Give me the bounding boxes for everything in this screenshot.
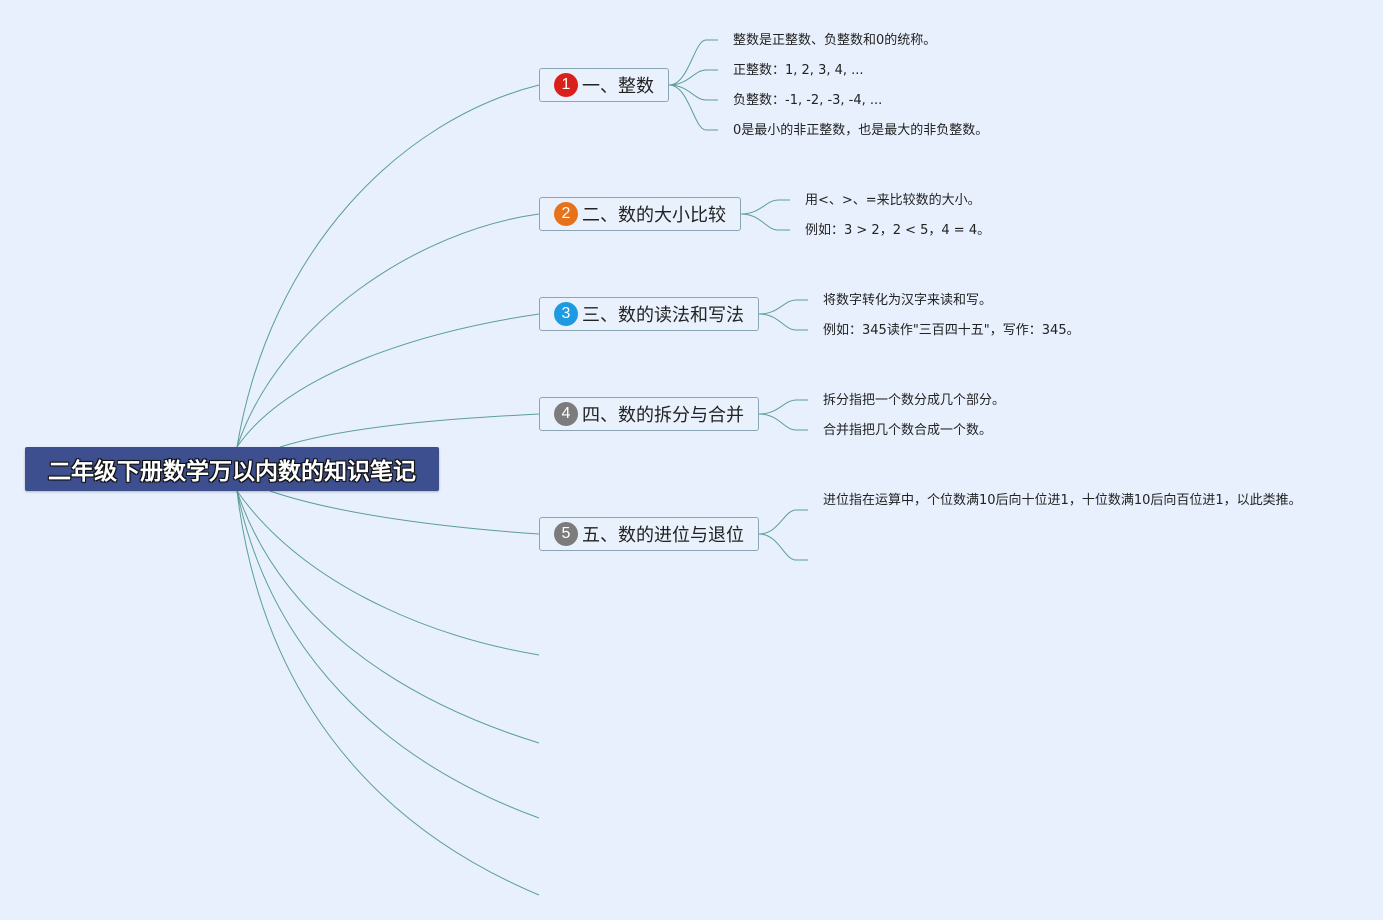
subtopic[interactable]: 进位指在运算中，个位数满10后向十位进1，十位数满10后向百位进1，以此类推。 (823, 493, 1302, 508)
priority-4-icon: 4 (554, 402, 578, 426)
child-connector (758, 299, 808, 315)
child-connector (668, 84, 718, 101)
topic-label: 一、整数 (582, 76, 654, 97)
empty-branch-connector (236, 490, 540, 656)
topic-read-write-numbers[interactable]: 3 三、数的读法和写法 (539, 297, 759, 331)
subtopic[interactable]: 合并指把几个数合成一个数。 (823, 423, 993, 438)
root-topic-title: 二年级下册数学万以内数的知识笔记 (48, 459, 416, 485)
root-connector (236, 213, 540, 448)
child-connector (668, 39, 718, 86)
subtopic[interactable]: 0是最小的非正整数，也是最大的非负整数。 (733, 123, 989, 138)
subtopic[interactable]: 例如：3 > 2，2 < 5，4 = 4。 (805, 223, 991, 238)
subtopic[interactable]: 正整数：1, 2, 3, 4, ... (733, 63, 864, 78)
priority-2-icon: 2 (554, 202, 578, 226)
root-topic[interactable]: 二年级下册数学万以内数的知识笔记 (25, 447, 439, 491)
root-connector (236, 84, 540, 448)
priority-5-icon: 5 (554, 522, 578, 546)
empty-branch-connector (236, 490, 540, 819)
child-connector (758, 313, 808, 331)
root-connector (236, 313, 540, 448)
child-connector (668, 69, 718, 86)
topic-carry-borrow[interactable]: 5 五、数的进位与退位 (539, 517, 759, 551)
topic-label: 三、数的读法和写法 (582, 305, 744, 326)
root-connector (279, 413, 540, 448)
root-connector (269, 490, 540, 535)
topic-compare-numbers[interactable]: 2 二、数的大小比较 (539, 197, 741, 231)
subtopic[interactable]: 用<、>、=来比较数的大小。 (805, 193, 981, 208)
priority-1-icon: 1 (554, 73, 578, 97)
child-connector (758, 399, 808, 415)
child-connector (740, 199, 790, 215)
subtopic[interactable]: 将数字转化为汉字来读和写。 (823, 293, 993, 308)
child-connector (758, 413, 808, 431)
subtopic[interactable]: 负整数：-1, -2, -3, -4, ... (733, 93, 883, 108)
topic-label: 五、数的进位与退位 (582, 525, 744, 546)
subtopic[interactable]: 拆分指把一个数分成几个部分。 (823, 393, 1006, 408)
child-connector (758, 533, 808, 561)
topic-split-merge-numbers[interactable]: 4 四、数的拆分与合并 (539, 397, 759, 431)
subtopic[interactable]: 整数是正整数、负整数和0的统称。 (733, 33, 937, 48)
priority-3-icon: 3 (554, 302, 578, 326)
empty-branch-connector (236, 490, 540, 744)
topic-label: 二、数的大小比较 (582, 205, 726, 226)
topic-integers[interactable]: 1 一、整数 (539, 68, 669, 102)
subtopic[interactable]: 例如：345读作"三百四十五"，写作：345。 (823, 323, 1080, 338)
child-connector (758, 509, 808, 535)
child-connector (740, 213, 790, 231)
topic-label: 四、数的拆分与合并 (582, 405, 744, 426)
child-connector (668, 84, 718, 131)
empty-branch-connector (236, 490, 540, 896)
